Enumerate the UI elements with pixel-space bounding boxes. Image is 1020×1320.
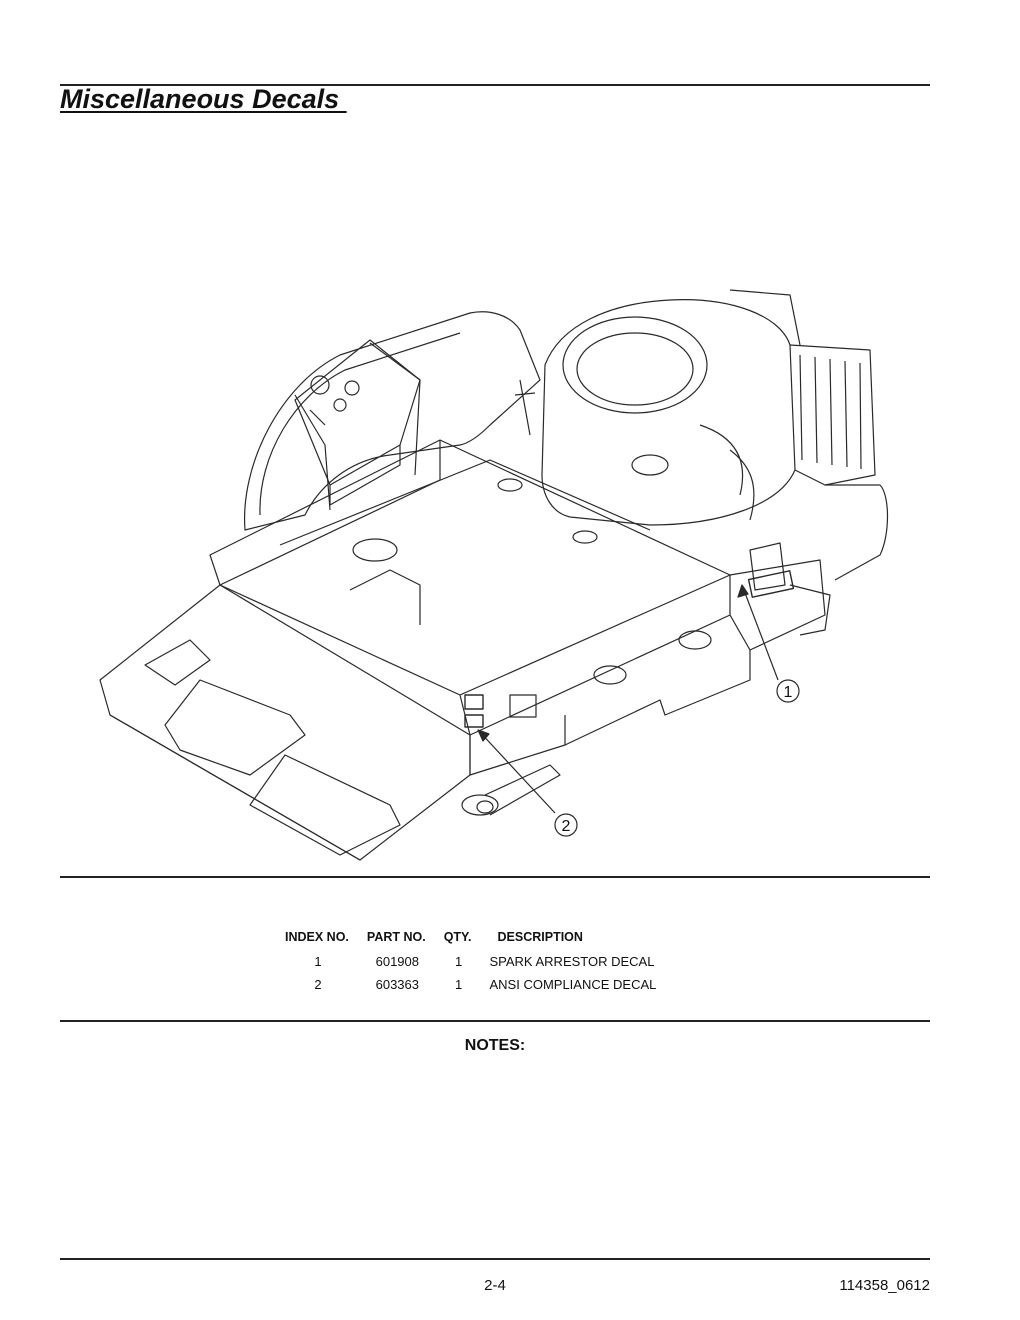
notes-heading: NOTES:: [464, 1037, 526, 1054]
qty-cell: 1: [454, 954, 463, 969]
control-panel-drawing: [294, 339, 421, 506]
description-cell: ANSI COMPLIANCE DECAL: [489, 977, 657, 992]
seat-drawing: [243, 311, 541, 531]
callout-1-label: 1: [784, 684, 793, 701]
table-row: 2 603363 1 ANSI COMPLIANCE DECAL: [277, 975, 664, 998]
frame-drawing: [209, 439, 889, 776]
parts-illustration: 1 2: [99, 289, 889, 861]
callout-2-circle: [554, 813, 578, 837]
col-index-no: INDEX NO.: [285, 930, 349, 944]
callout-2-label: 2: [562, 818, 571, 835]
figure-bottom-rule: [60, 876, 930, 878]
engine-drawing: [514, 289, 876, 526]
callout-2-arrow: [477, 729, 490, 742]
col-part-no: PART NO.: [366, 930, 426, 944]
table-bottom-rule: [60, 1020, 930, 1022]
callout-1-leader: [741, 584, 779, 681]
description-cell: SPARK ARRESTOR DECAL: [489, 954, 655, 969]
page-title: Miscellaneous Decals: [60, 84, 347, 114]
decal-markers: [464, 570, 795, 728]
index-cell: 1: [314, 954, 322, 969]
callout-1-arrow: [737, 584, 749, 598]
col-qty: QTY.: [443, 930, 472, 944]
callout-2-leader: [477, 729, 556, 814]
parts-table: INDEX NO. PART NO. QTY. DESCRIPTION 1 60…: [277, 930, 664, 998]
deck-drawing: [99, 584, 561, 861]
part-cell: 601908: [375, 954, 419, 969]
index-cell: 2: [314, 977, 322, 992]
part-cell: 603363: [375, 977, 419, 992]
document-id: 114358_0612: [839, 1277, 930, 1294]
top-rule: [60, 84, 930, 86]
callout-1-circle: [776, 679, 800, 703]
table-row: 1 601908 1 SPARK ARRESTOR DECAL: [277, 952, 664, 975]
parts-table-header: INDEX NO. PART NO. QTY. DESCRIPTION: [277, 930, 664, 952]
col-description: DESCRIPTION: [497, 930, 583, 944]
footer-rule: [60, 1258, 930, 1260]
page-number: 2-4: [484, 1277, 506, 1294]
qty-cell: 1: [454, 977, 463, 992]
